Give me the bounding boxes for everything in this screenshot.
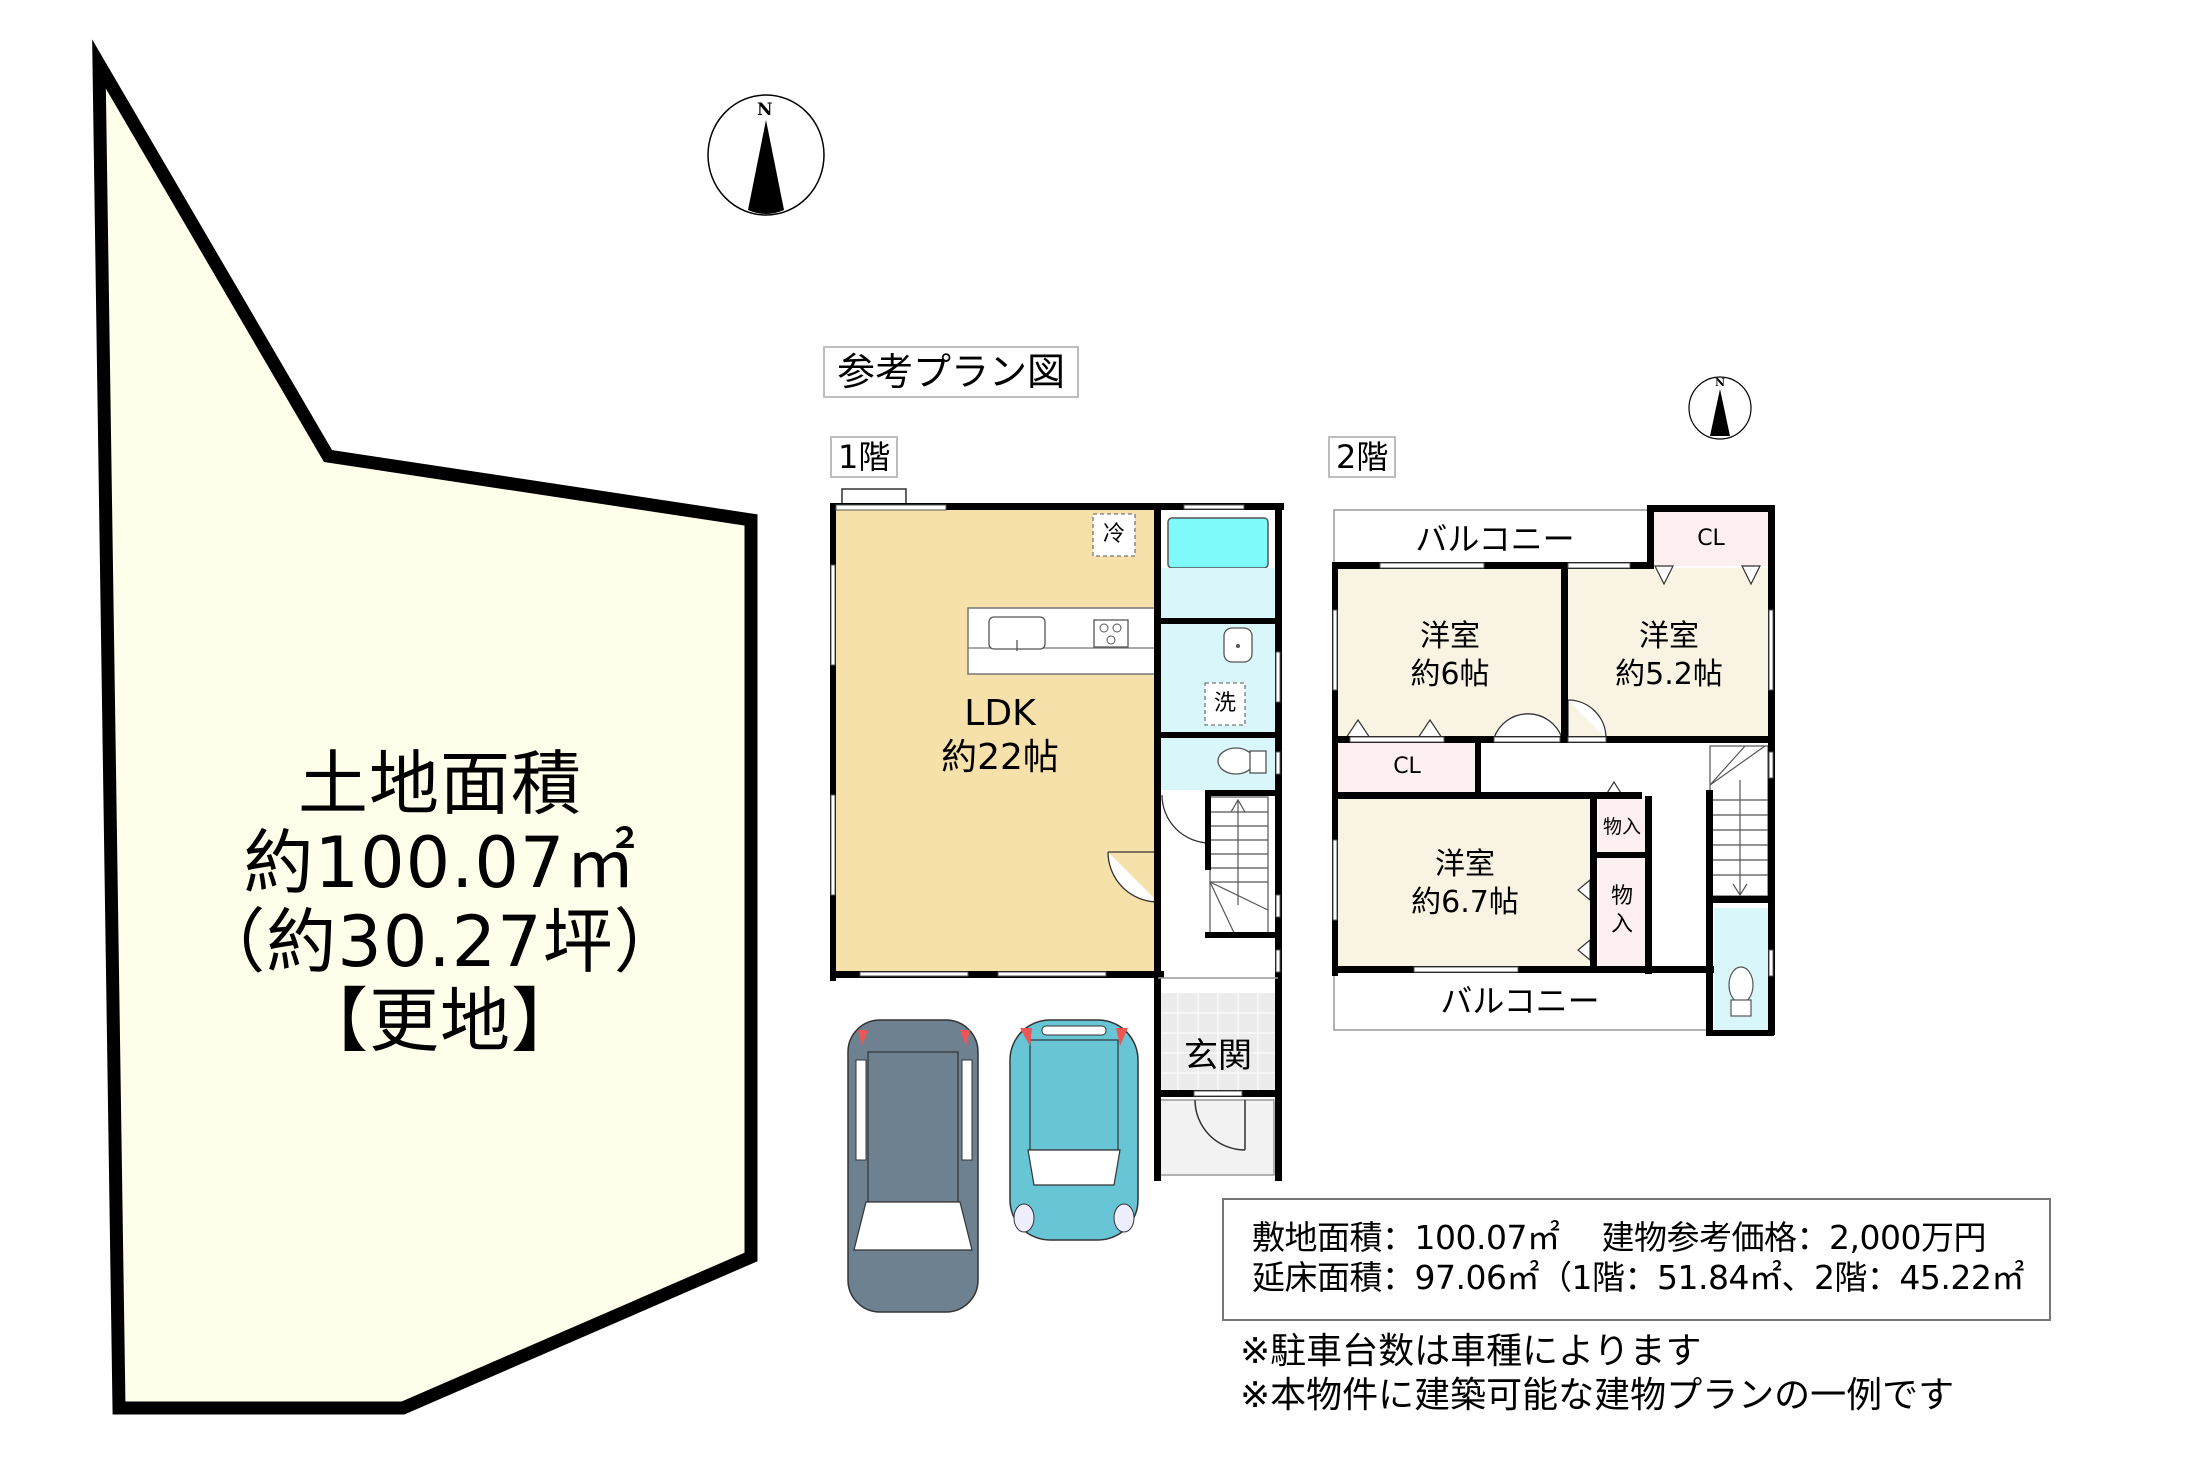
property-info-box: 敷地面積：100.07㎡ 建物参考価格：2,000万円 延床面積：97.06㎡（… [1222,1198,2051,1321]
storage1-label: 物入 [1602,816,1641,838]
info-line-1: 敷地面積：100.07㎡ 建物参考価格：2,000万円 [1252,1218,2049,1258]
balcony-top-label: バルコニー [1415,520,1575,558]
closet-top-label: CL [1697,526,1725,551]
floor1-label: 1階 [830,436,899,478]
note-parking: ※駐車台数は車種によります [1240,1331,1702,1372]
storage2-label-a: 物 [1610,884,1633,909]
floor2-label: 2階 [1328,436,1397,478]
entrance-label: 玄関 [1184,1036,1252,1076]
land-area-text: 土地面積 約100.07㎡ （約30.27坪） 【更地】 [180,745,700,1061]
compass-n-label: N [757,100,773,120]
site-area-value: 100.07㎡ [1414,1218,1560,1257]
fridge-label: 冷 [1102,522,1125,547]
balcony-bottom-label: バルコニー [1440,982,1600,1020]
land-title: 土地面積 [298,743,582,825]
land-area-sqm: 約100.07㎡ [243,822,637,904]
floor-area-value: 97.06㎡（1階：51.84㎡、2階：45.22㎡ [1414,1258,2025,1297]
compass-icon [707,94,825,216]
notes: ※駐車台数は車種によります ※本物件に建築可能な建物プランの一例です [1240,1330,1954,1418]
car-gray-icon [847,1019,979,1313]
room1-name: 洋室 [1420,619,1480,654]
land-parcel [92,39,758,1415]
floor1-plan [830,488,1284,1181]
plan-title: 参考プラン図 [823,346,1080,398]
room1-size: 約6帖 [1410,657,1490,692]
site-area-label: 敷地面積： [1252,1218,1415,1257]
car-teal-icon [1009,1019,1139,1241]
land-area-tsubo: （約30.27坪） [195,901,685,983]
storage2-label-b: 入 [1610,912,1633,937]
compass-small-n-label: N [1715,376,1726,389]
floor-area-label: 延床面積： [1252,1258,1415,1297]
info-line-2: 延床面積：97.06㎡（1階：51.84㎡、2階：45.22㎡ [1252,1258,2049,1298]
floor2-plan [1332,505,1775,1036]
room2-size: 約5.2帖 [1615,657,1723,692]
room3-name: 洋室 [1435,847,1495,882]
building-price-value: 2,000万円 [1828,1218,1986,1257]
building-price-label: 建物参考価格： [1601,1218,1829,1257]
ldk-size: 約22帖 [941,737,1059,778]
washer-label: 洗 [1213,691,1236,716]
room2-name: 洋室 [1639,619,1699,654]
land-status: 【更地】 [298,980,582,1062]
compass-small-icon [1688,376,1752,440]
room3-size: 約6.7帖 [1411,885,1519,920]
ldk-name: LDK [964,693,1036,734]
note-plan-example: ※本物件に建築可能な建物プランの一例です [1240,1375,1955,1416]
closet-left-label: CL [1393,754,1421,779]
